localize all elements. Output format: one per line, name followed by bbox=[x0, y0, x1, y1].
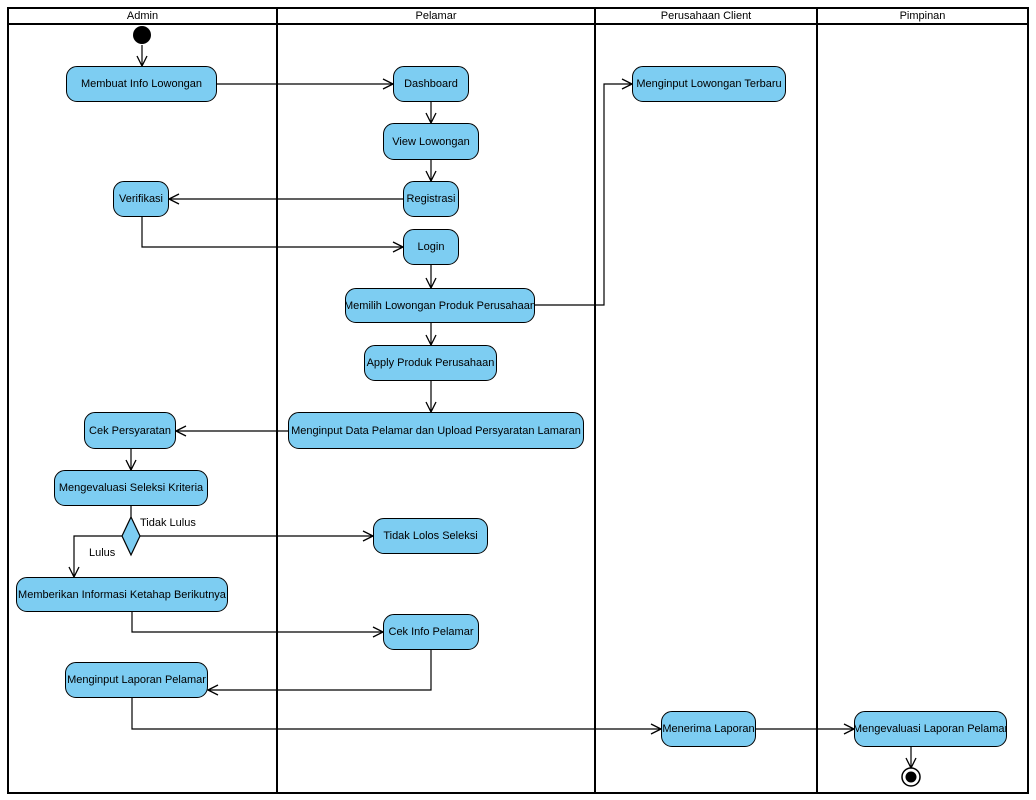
lane-header-admin: Admin bbox=[9, 9, 276, 25]
activity-memilih-lowongan[interactable]: Memilih Lowongan Produk Perusahaan bbox=[345, 288, 535, 323]
activity-cek-info-pelamar[interactable]: Cek Info Pelamar bbox=[383, 614, 479, 650]
activity-menginput-laporan[interactable]: Menginput Laporan Pelamar bbox=[65, 662, 208, 698]
activity-mengevaluasi-seleksi[interactable]: Mengevaluasi Seleksi Kriteria bbox=[54, 470, 208, 506]
lane-pimpinan: Pimpinan bbox=[816, 7, 1029, 794]
activity-membuat-info-lowongan[interactable]: Membuat Info Lowongan bbox=[66, 66, 217, 102]
initial-node bbox=[133, 26, 151, 44]
activity-menginput-lowongan-terbaru[interactable]: Menginput Lowongan Terbaru bbox=[632, 66, 786, 102]
activity-menginput-data-pelamar[interactable]: Menginput Data Pelamar dan Upload Persya… bbox=[288, 412, 584, 449]
flow-memilih-to-menginput-lowongan bbox=[535, 84, 632, 306]
flow-decision-to-memberikan bbox=[74, 535, 122, 577]
activity-tidak-lolos-seleksi[interactable]: Tidak Lolos Seleksi bbox=[373, 518, 488, 554]
guard-lulus: Lulus bbox=[89, 547, 116, 559]
activity-registrasi[interactable]: Registrasi bbox=[403, 181, 459, 217]
activity-view-lowongan[interactable]: View Lowongan bbox=[383, 123, 479, 160]
activity-verifikasi[interactable]: Verifikasi bbox=[113, 181, 169, 217]
final-node-dot bbox=[905, 771, 917, 783]
guard-tidak-lulus: Tidak Lulus bbox=[140, 517, 196, 529]
flow-memberikan-to-cek-info bbox=[131, 612, 383, 632]
flow-cek-info-to-menginput-laporan bbox=[208, 650, 432, 690]
lane-header-pimpinan: Pimpinan bbox=[818, 9, 1027, 25]
activity-menerima-laporan[interactable]: Menerima Laporan bbox=[661, 711, 756, 747]
activity-dashboard[interactable]: Dashboard bbox=[393, 66, 469, 102]
activity-memberikan-informasi[interactable]: Memberikan Informasi Ketahap Berikutnya bbox=[16, 577, 228, 612]
activity-mengevaluasi-laporan[interactable]: Mengevaluasi Laporan Pelamar bbox=[854, 711, 1007, 747]
flow-menginput-laporan-to-menerima bbox=[131, 698, 661, 729]
decision-node bbox=[121, 515, 141, 557]
lane-header-perusahaan-client: Perusahaan Client bbox=[596, 9, 816, 25]
activity-apply-produk[interactable]: Apply Produk Perusahaan bbox=[364, 345, 497, 381]
activity-cek-persyaratan[interactable]: Cek Persyaratan bbox=[84, 412, 176, 449]
flow-verifikasi-to-login bbox=[141, 217, 403, 247]
activity-login[interactable]: Login bbox=[403, 229, 459, 265]
lane-header-pelamar: Pelamar bbox=[278, 9, 594, 25]
